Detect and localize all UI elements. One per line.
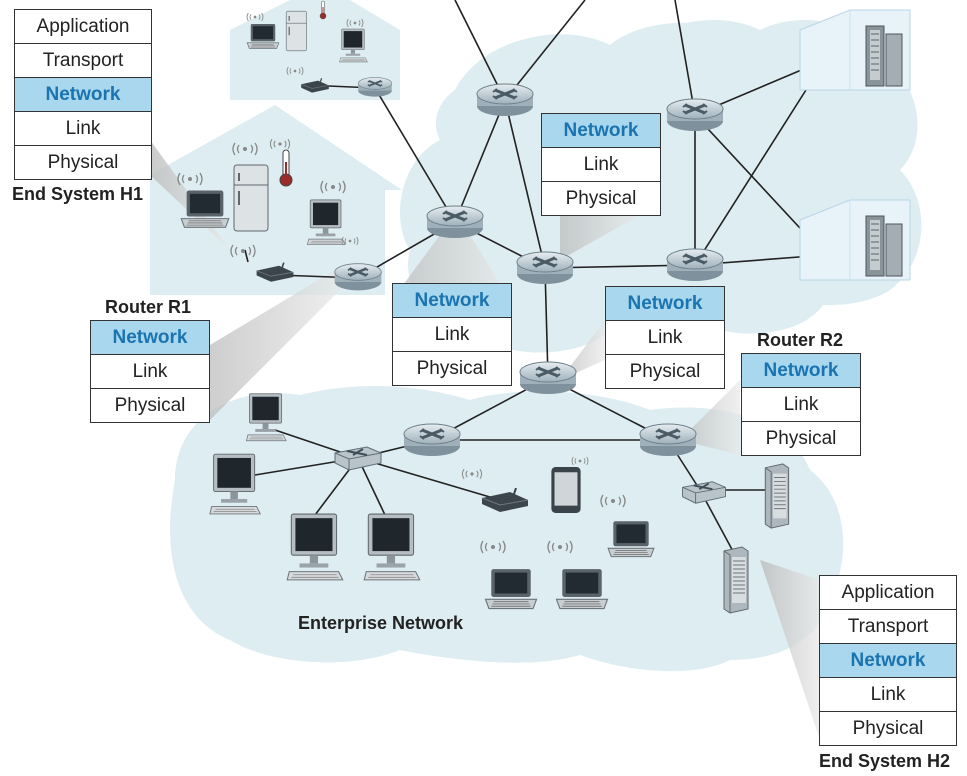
core-router-stack-3: Network Link Physical	[605, 286, 725, 389]
h2-physical-layer: Physical	[820, 711, 956, 745]
router-r2-label: Router R2	[757, 330, 844, 350]
home-network-h1	[150, 105, 402, 295]
h2-application-layer: Application	[841, 582, 935, 603]
core-router-stack-1: Network Link Physical	[541, 113, 661, 216]
end-system-h1-label: End System H1	[12, 184, 144, 204]
callout-mid-3	[560, 320, 605, 380]
core1-physical-layer: Physical	[542, 181, 660, 215]
h2-protocol-stack: Application Transport Network Link Physi…	[819, 575, 957, 746]
core2-network-layer: Network	[393, 284, 511, 317]
core3-network-layer: Network	[606, 287, 724, 320]
router-r1-label: Router R1	[105, 297, 192, 317]
h1-protocol-stack: Application Transport Network Link Physi…	[14, 9, 152, 180]
core-router-stack-2: Network Link Physical	[392, 283, 512, 386]
h2-network-layer: Network	[820, 643, 956, 677]
h1-application-layer: Application	[36, 16, 130, 37]
callout-mid-2	[560, 215, 640, 260]
h1-link-layer: Link	[15, 111, 151, 145]
h2-transport-layer: Transport	[820, 609, 956, 643]
r2-physical-layer: Physical	[742, 421, 860, 455]
h2-link-layer: Link	[820, 677, 956, 711]
r2-protocol-stack: Network Link Physical	[741, 353, 861, 456]
r1-physical-layer: Physical	[91, 388, 209, 422]
r1-network-layer: Network	[91, 321, 209, 354]
callout-r1	[210, 270, 345, 420]
callout-h2	[760, 560, 820, 740]
r1-protocol-stack: Network Link Physical	[90, 320, 210, 423]
end-system-h2-label: End System H2	[819, 751, 951, 771]
core3-link-layer: Link	[606, 320, 724, 354]
core1-network-layer: Network	[542, 114, 660, 147]
core2-physical-layer: Physical	[393, 351, 511, 385]
h1-network-layer: Network	[15, 77, 151, 111]
r2-network-layer: Network	[742, 354, 860, 387]
core2-link-layer: Link	[393, 317, 511, 351]
core1-link-layer: Link	[542, 147, 660, 181]
h1-physical-layer: Physical	[15, 145, 151, 179]
h1-transport-layer: Transport	[15, 43, 151, 77]
r2-link-layer: Link	[742, 387, 860, 421]
enterprise-network-label: Enterprise Network	[298, 613, 464, 633]
r1-link-layer: Link	[91, 354, 209, 388]
core3-physical-layer: Physical	[606, 354, 724, 388]
